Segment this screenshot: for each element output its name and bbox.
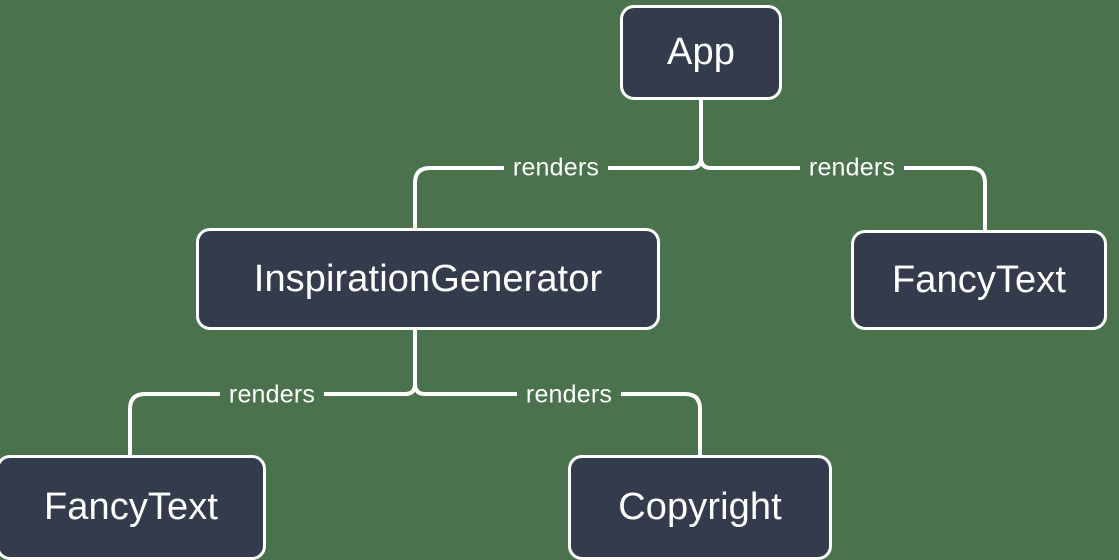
node-copyright[interactable]: Copyright (568, 455, 832, 560)
edge-label-inspiration-to-fancytext: renders (219, 382, 325, 408)
edge-label-app-to-fancytext: renders (799, 155, 905, 181)
node-copyright-label: Copyright (618, 486, 782, 528)
node-fancytext-right[interactable]: FancyText (851, 230, 1107, 330)
edge-inspiration-junction-right (413, 383, 685, 396)
node-inspiration-generator-label: InspirationGenerator (253, 257, 603, 300)
edge-inspiration-to-fancytext (128, 392, 146, 455)
node-app[interactable]: App (620, 5, 782, 100)
node-fancytext-right-label: FancyText (891, 258, 1067, 301)
edge-app-to-inspiration (413, 166, 431, 228)
edge-inspiration-to-copyright (684, 392, 702, 455)
node-inspiration-generator[interactable]: InspirationGenerator (196, 228, 660, 330)
edge-app-junction-right (699, 157, 970, 170)
edge-label-app-to-inspiration: renders (503, 155, 609, 181)
node-app-label: App (667, 31, 735, 73)
edge-label-inspiration-to-copyright: renders (516, 382, 622, 408)
node-fancytext-left[interactable]: FancyText (0, 455, 266, 560)
edge-app-to-fancytext (969, 166, 987, 230)
node-fancytext-left-label: FancyText (43, 486, 219, 528)
